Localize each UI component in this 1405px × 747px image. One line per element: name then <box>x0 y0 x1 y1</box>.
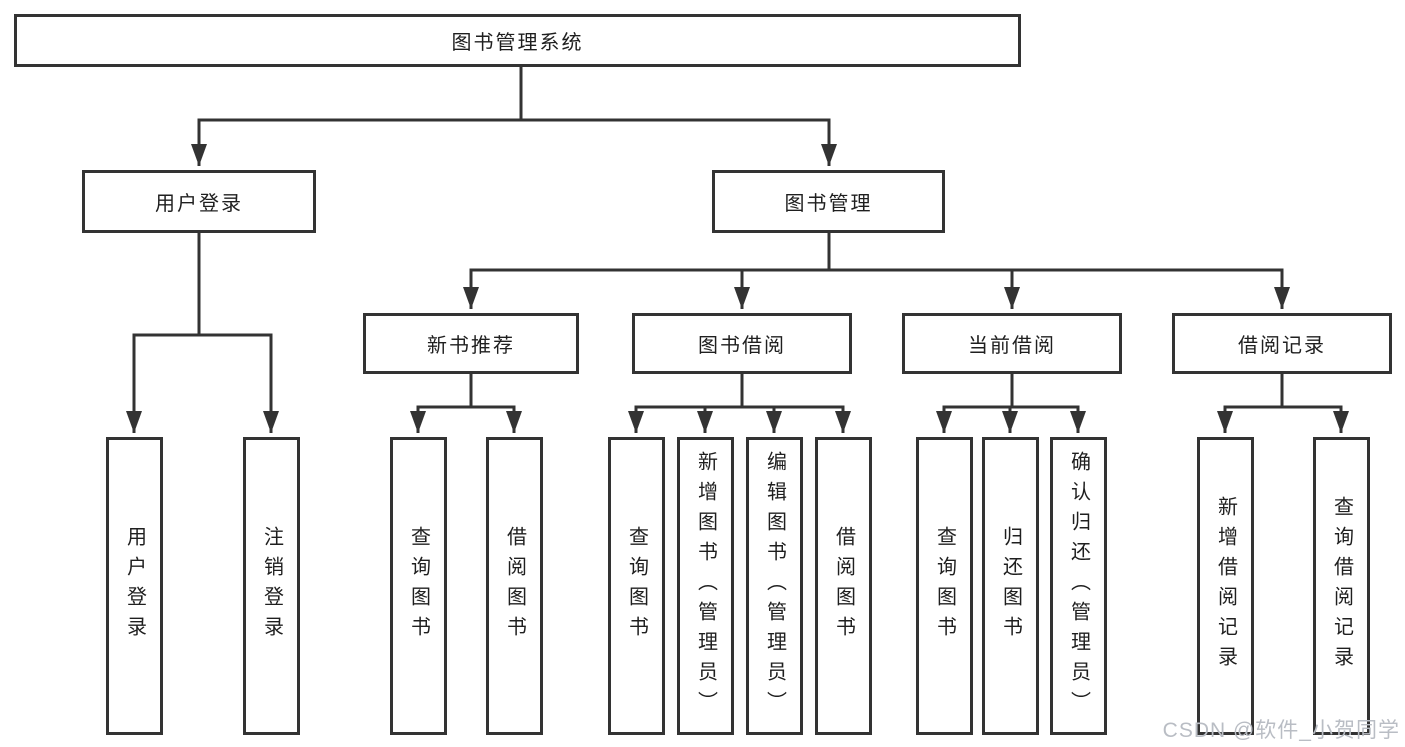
leaf-borrowing-edit-books-admin: 编辑图书（管理员） <box>746 437 803 735</box>
leaf-current-return-books-label: 归还图书 <box>999 526 1022 646</box>
leaf-user-login-label: 用户登录 <box>123 526 146 646</box>
node-book-borrowing-label: 图书借阅 <box>698 335 786 357</box>
leaf-current-query-books: 查询图书 <box>916 437 973 735</box>
leaf-current-query-books-label: 查询图书 <box>933 526 956 646</box>
node-user-login-label: 用户登录 <box>155 193 243 215</box>
leaf-logout-label: 注销登录 <box>260 526 283 646</box>
leaf-recommend-query-books: 查询图书 <box>390 437 447 735</box>
leaf-recommend-borrow-books: 借阅图书 <box>486 437 543 735</box>
leaf-records-add-record-label: 新增借阅记录 <box>1214 496 1237 676</box>
node-user-login: 用户登录 <box>82 170 316 233</box>
node-new-book-recommendation-label: 新书推荐 <box>427 335 515 357</box>
leaf-borrowing-edit-books-admin-label: 编辑图书（管理员） <box>763 451 786 721</box>
leaf-borrowing-borrow-books: 借阅图书 <box>815 437 872 735</box>
node-current-borrowing: 当前借阅 <box>902 313 1122 374</box>
leaf-recommend-borrow-books-label: 借阅图书 <box>503 526 526 646</box>
leaf-records-query-record: 查询借阅记录 <box>1313 437 1370 735</box>
node-current-borrowing-label: 当前借阅 <box>968 335 1056 357</box>
leaf-borrowing-borrow-books-label: 借阅图书 <box>832 526 855 646</box>
csdn-watermark: CSDN @软件_小贺同学 <box>1162 719 1400 742</box>
node-book-management: 图书管理 <box>712 170 945 233</box>
leaf-borrowing-add-books-admin-label: 新增图书（管理员） <box>694 451 717 721</box>
leaf-recommend-query-books-label: 查询图书 <box>407 526 430 646</box>
node-borrowing-records: 借阅记录 <box>1172 313 1392 374</box>
node-borrowing-records-label: 借阅记录 <box>1238 335 1326 357</box>
leaf-logout: 注销登录 <box>243 437 300 735</box>
leaf-records-add-record: 新增借阅记录 <box>1197 437 1254 735</box>
leaf-user-login: 用户登录 <box>106 437 163 735</box>
leaf-borrowing-add-books-admin: 新增图书（管理员） <box>677 437 734 735</box>
leaf-borrowing-query-books-label: 查询图书 <box>625 526 648 646</box>
leaf-current-confirm-return-admin-label: 确认归还（管理员） <box>1067 451 1090 721</box>
leaf-records-query-record-label: 查询借阅记录 <box>1330 496 1353 676</box>
node-book-management-label: 图书管理 <box>784 193 873 215</box>
node-library-system: 图书管理系统 <box>14 14 1021 67</box>
leaf-current-confirm-return-admin: 确认归还（管理员） <box>1050 437 1107 735</box>
leaf-current-return-books: 归还图书 <box>982 437 1039 735</box>
node-new-book-recommendation: 新书推荐 <box>363 313 579 374</box>
node-book-borrowing: 图书借阅 <box>632 313 852 374</box>
node-library-system-label: 图书管理系统 <box>451 32 584 54</box>
leaf-borrowing-query-books: 查询图书 <box>608 437 665 735</box>
